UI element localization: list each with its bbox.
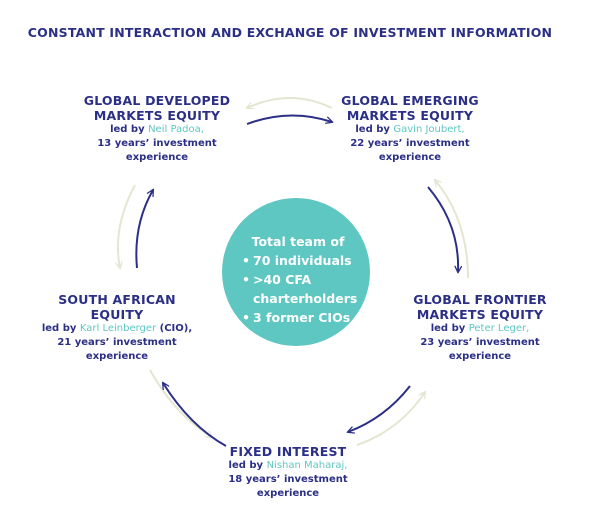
team-summary-content: Total team of •70 individuals •>40 CFA c… [242, 232, 362, 327]
arrow-geme-to-gdme [245, 97, 333, 110]
node-heading-line1: GLOBAL FRONTIER [413, 292, 547, 307]
team-summary-title: Total team of [251, 234, 345, 249]
arrow-sae-to-gdme [135, 188, 155, 269]
arrow-fi-to-gfme [356, 390, 427, 446]
node-global-frontier: GLOBAL FRONTIER MARKETS EQUITY led by Pe… [390, 292, 570, 364]
node-heading-line2: MARKETS EQUITY [346, 108, 474, 123]
node-heading-line2: MARKETS EQUITY [93, 108, 221, 123]
experience-line2: experience [125, 152, 189, 163]
arrow-gfme-to-geme [433, 178, 469, 279]
led-by-label: led by [110, 124, 149, 135]
arrow-sae-to-fi [149, 369, 214, 439]
leader-name: Nishan Maharaj, [266, 460, 348, 471]
team-summary-item: •3 former CIOs [242, 310, 351, 325]
leader-name: Karl Leinberger [79, 323, 157, 334]
led-by-label: led by [430, 323, 469, 334]
arrow-gfme-to-fi [346, 385, 411, 434]
node-south-african: SOUTH AFRICAN EQUITY led by Karl Leinber… [22, 292, 212, 364]
experience-line1: 13 years’ investment [97, 138, 217, 149]
led-by-label: led by [41, 323, 80, 334]
led-by-label: led by [228, 460, 267, 471]
experience-line2: experience [85, 351, 149, 362]
leader-name: Peter Leger, [468, 323, 530, 334]
node-heading-line1: GLOBAL EMERGING [341, 93, 479, 108]
team-summary-list: •70 individuals •>40 CFA charterholders … [242, 251, 362, 327]
node-fixed-interest: FIXED INTEREST led by Nishan Maharaj, 18… [198, 444, 378, 501]
bullet-icon: • [242, 253, 250, 268]
experience-line1: 18 years’ investment [228, 474, 348, 485]
page-title: CONSTANT INTERACTION AND EXCHANGE OF INV… [27, 25, 553, 40]
arrow-geme-to-gfme [427, 186, 463, 274]
experience-line2: experience [448, 351, 512, 362]
experience-line1: 21 years’ investment [57, 337, 177, 348]
arrow-fi-to-sae [161, 381, 227, 447]
bullet-icon: • [242, 310, 250, 325]
node-heading-line2: MARKETS EQUITY [416, 307, 544, 322]
node-heading-line1: GLOBAL DEVELOPED [83, 93, 231, 108]
team-summary-circle: Total team of •70 individuals •>40 CFA c… [222, 198, 370, 346]
leader-name: Neil Padoa, [148, 124, 204, 135]
team-summary-item: •70 individuals [242, 253, 352, 268]
led-by-label: led by [355, 124, 394, 135]
experience-line2: experience [256, 488, 320, 499]
node-heading-line2: EQUITY [90, 307, 144, 322]
leader-name: Gavin Joubert, [393, 124, 465, 135]
arrow-gdme-to-geme [246, 114, 334, 125]
bullet-icon: • [242, 272, 250, 287]
leader-suffix: (CIO), [156, 323, 193, 334]
node-heading-line1: SOUTH AFRICAN [58, 292, 176, 307]
node-global-emerging: GLOBAL EMERGING MARKETS EQUITY led by Ga… [320, 93, 500, 165]
experience-line1: 23 years’ investment [420, 337, 540, 348]
node-global-developed: GLOBAL DEVELOPED MARKETS EQUITY led by N… [62, 93, 252, 165]
team-summary-item: •>40 CFA charterholders [242, 272, 358, 306]
arrow-gdme-to-sae [115, 184, 136, 270]
experience-line2: experience [378, 152, 442, 163]
experience-line1: 22 years’ investment [350, 138, 470, 149]
node-heading-line1: FIXED INTEREST [229, 444, 347, 459]
